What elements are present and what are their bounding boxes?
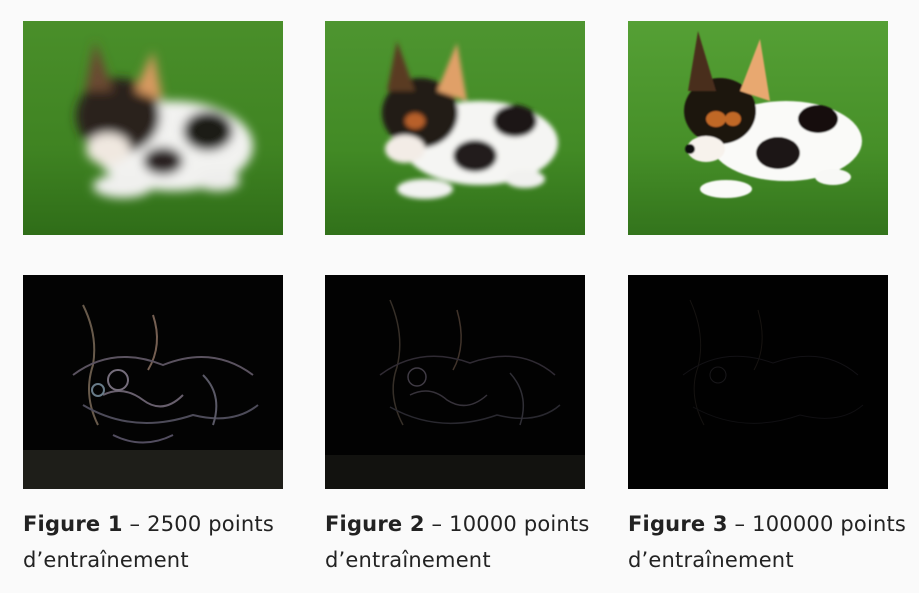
caption-separator: –	[734, 512, 746, 536]
figure-label: Figure 1	[23, 512, 123, 536]
edge-residual-strong	[23, 275, 283, 489]
error-map-2	[325, 275, 585, 489]
figure-label: Figure 2	[325, 512, 425, 536]
figure-caption-3: Figure 3 – 100000 points d’entraînement	[628, 506, 908, 578]
dog-photo-reconstruction-3	[628, 21, 888, 235]
caption-separator: –	[431, 512, 443, 536]
caption-separator: –	[129, 512, 141, 536]
edge-residual-faint	[628, 275, 888, 489]
caption-text: 2500 points d’entraînement	[23, 512, 274, 572]
dog-image-sharp	[628, 21, 888, 235]
dog-image-blurry	[23, 21, 283, 235]
figure-caption-2: Figure 2 – 10000 points d’entraînement	[325, 506, 605, 578]
caption-text: 10000 points d’entraînement	[325, 512, 590, 572]
dog-photo-reconstruction-1	[23, 21, 283, 235]
error-map-1	[23, 275, 283, 489]
dog-image-medium	[325, 21, 585, 235]
edge-residual-medium	[325, 275, 585, 489]
dog-photo-reconstruction-2	[325, 21, 585, 235]
caption-text: 100000 points d’entraînement	[628, 512, 907, 572]
error-map-3	[628, 275, 888, 489]
figure-caption-1: Figure 1 – 2500 points d’entraînement	[23, 506, 303, 578]
figure-label: Figure 3	[628, 512, 728, 536]
